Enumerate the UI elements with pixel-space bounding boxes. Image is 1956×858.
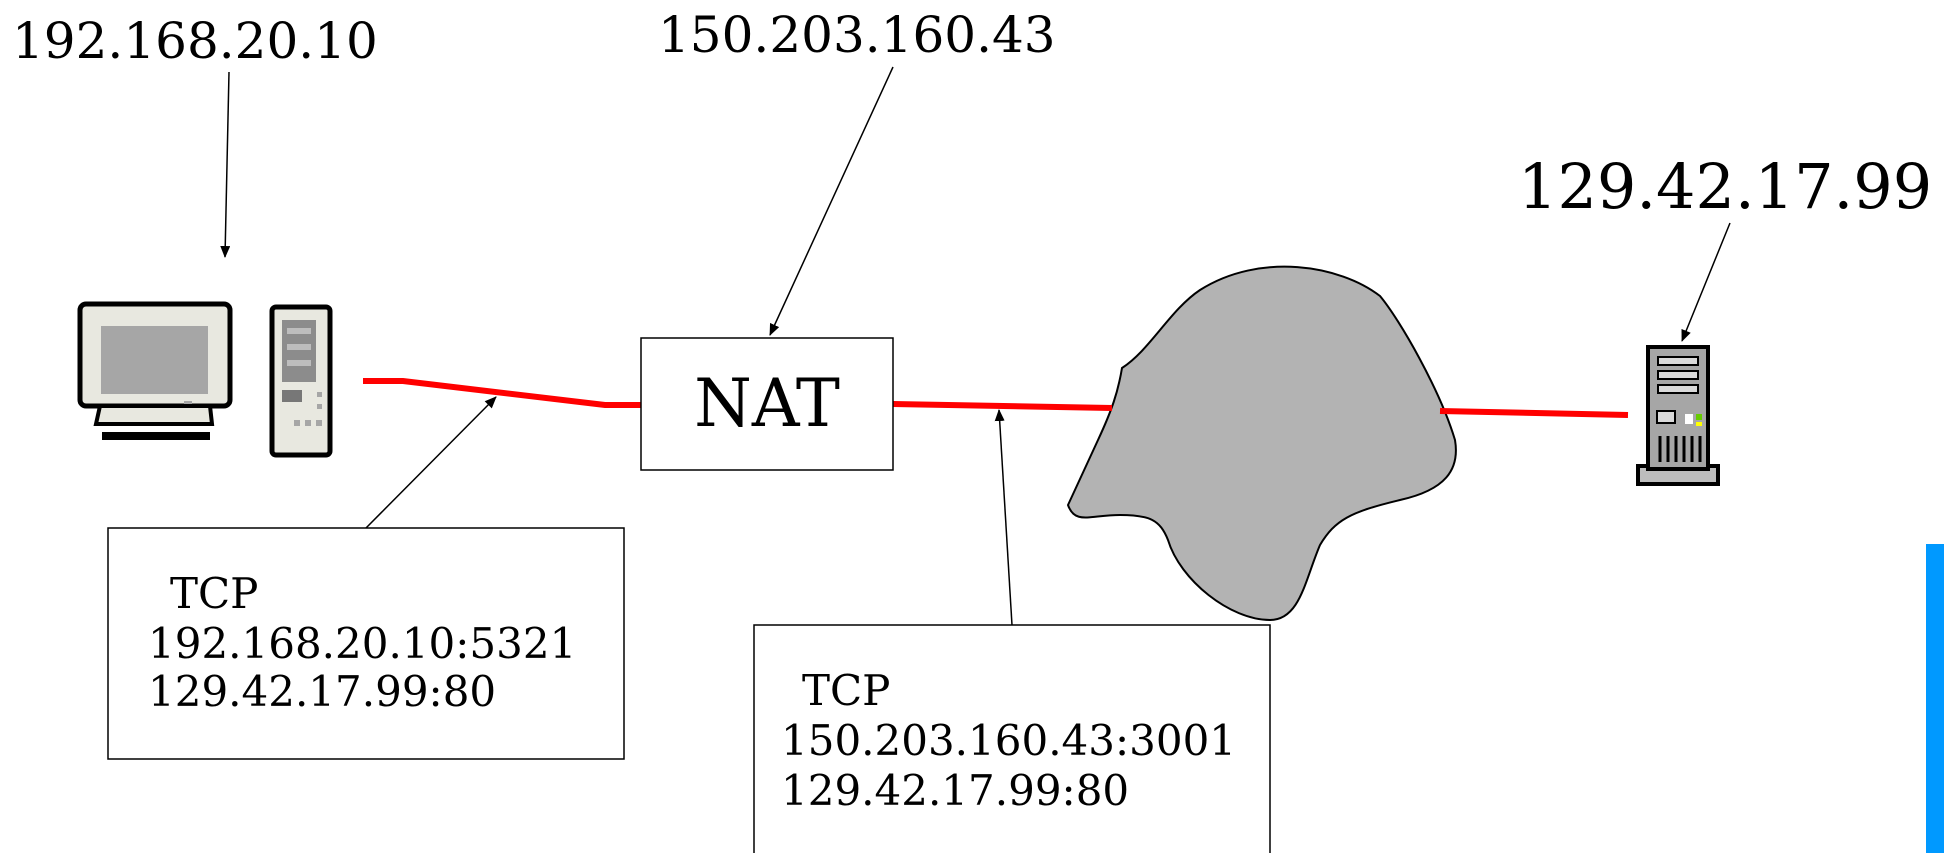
client-ip-label: 192.168.20.10 <box>12 12 378 70</box>
outer-connection-arrow <box>994 409 1013 626</box>
server-tower-icon <box>1636 345 1720 486</box>
inner-connection-arrow <box>365 396 497 529</box>
nat-ip-arrow <box>769 66 894 336</box>
nat-label: NAT <box>694 365 840 442</box>
nat-box <box>640 337 894 471</box>
outer-connection-source: 150.203.160.43:3001 <box>781 716 1236 765</box>
server-ip-label: 129.42.17.99 <box>1518 150 1932 223</box>
internet-cloud-icon <box>1066 265 1457 622</box>
client-ip-arrow <box>220 71 231 258</box>
inner-connection-destination: 129.42.17.99:80 <box>148 667 496 716</box>
accent-bar <box>1926 544 1944 853</box>
outer-connection-frame <box>753 624 1271 858</box>
inner-connection-frame <box>107 527 625 760</box>
outer-connection-protocol: TCP <box>802 666 890 715</box>
desktop-monitor-icon <box>77 301 233 440</box>
outer-connection-box: TCP 150.203.160.43:3001 129.42.17.99:80 <box>753 624 1271 858</box>
desktop-tower-icon <box>269 304 333 458</box>
server-ip-arrow <box>1681 222 1731 342</box>
inner-connection-box: TCP 192.168.20.10:5321 129.42.17.99:80 <box>107 527 625 760</box>
link-client-to-nat <box>363 378 641 408</box>
nat-router: NAT <box>640 337 894 471</box>
outer-connection-destination: 129.42.17.99:80 <box>781 766 1129 815</box>
link-nat-to-internet <box>892 401 1113 411</box>
inner-connection-source: 192.168.20.10:5321 <box>148 619 576 668</box>
nat-ip-label: 150.203.160.43 <box>658 6 1056 64</box>
link-internet-to-server <box>1439 408 1629 418</box>
inner-connection-protocol: TCP <box>170 569 258 618</box>
